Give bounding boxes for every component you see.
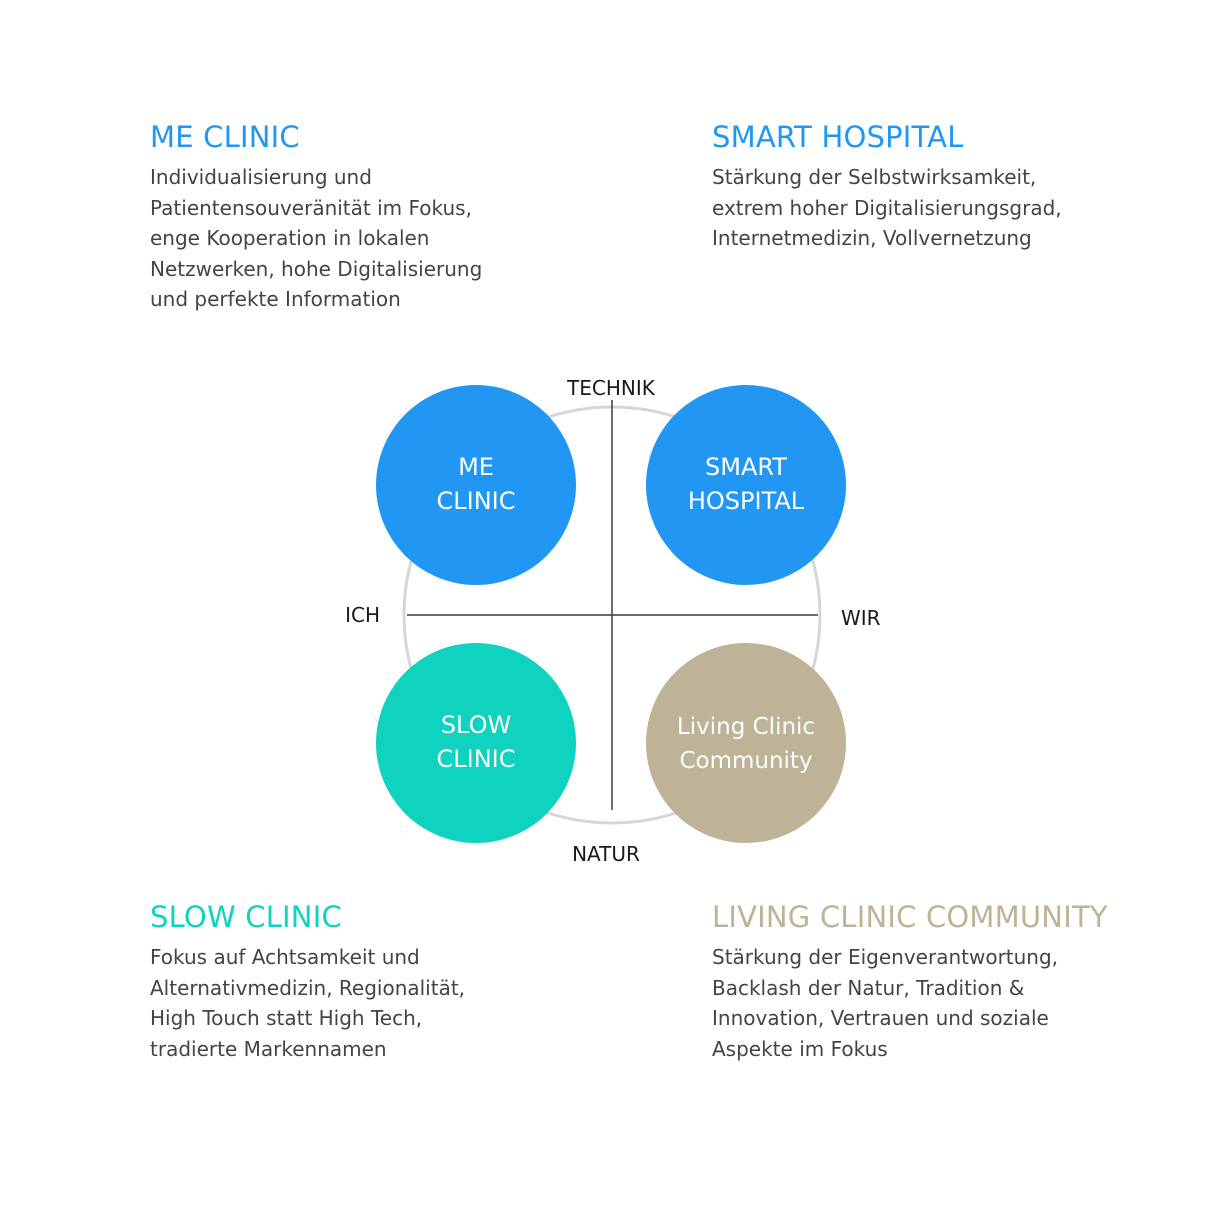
slow-clinic-line: Alternativmedizin, Regionalität, (150, 975, 466, 1000)
slow-clinic-block: SLOW CLINIC Fokus auf Achtsamkeit und Al… (150, 900, 570, 1064)
me-clinic-circle-label: ME (458, 453, 494, 481)
slow-clinic-title: SLOW CLINIC (150, 900, 342, 934)
smart-hospital-circle-label: SMART (705, 453, 787, 481)
smart-hospital-line: Internetmedizin, Vollvernetzung (712, 226, 1032, 250)
me-clinic-line: Patientensouveränität im Fokus, (150, 195, 472, 220)
me-clinic-line: und perfekte Information (150, 287, 401, 311)
slow-clinic-description: Fokus auf Achtsamkeit und Alternativmedi… (150, 942, 570, 1064)
axis-label-right: WIR (841, 606, 881, 630)
slow-clinic-circle (376, 643, 576, 843)
me-clinic-line: Individualisierung und (150, 165, 372, 189)
living-clinic-circle (646, 643, 846, 843)
living-clinic-circle-label: Community (679, 748, 812, 774)
slow-clinic-line: Fokus auf Achtsamkeit und (150, 945, 420, 969)
living-clinic-circle-label: Living Clinic (677, 714, 815, 740)
smart-hospital-circle (646, 385, 846, 585)
me-clinic-title: ME CLINIC (150, 120, 300, 154)
slow-clinic-line: High Touch statt High Tech, (150, 1006, 423, 1030)
smart-hospital-title: SMART HOSPITAL (712, 120, 964, 154)
smart-hospital-description: Stärkung der Selbstwirksamkeit, extrem h… (712, 162, 1132, 254)
me-clinic-circle (376, 385, 576, 585)
slow-clinic-circle-label: SLOW (441, 711, 511, 739)
smart-hospital-block: SMART HOSPITAL Stärkung der Selbstwirksa… (712, 120, 1132, 254)
slow-clinic-line: tradierte Markennamen (150, 1036, 387, 1061)
living-clinic-block: LIVING CLINIC COMMUNITY Stärkung der Eig… (712, 900, 1132, 1064)
living-clinic-line: Innovation, Vertrauen und soziale (712, 1006, 1049, 1030)
living-clinic-title: LIVING CLINIC COMMUNITY (712, 900, 1108, 934)
smart-hospital-line: Stärkung der Selbstwirksamkeit, (712, 165, 1037, 189)
living-clinic-description: Stärkung der Eigenverantwortung, Backlas… (712, 942, 1132, 1064)
slow-clinic-circle-label: CLINIC (437, 745, 516, 773)
living-clinic-line: Stärkung der Eigenverantwortung, (712, 945, 1059, 969)
me-clinic-circle-label: CLINIC (437, 487, 516, 515)
smart-hospital-line: extrem hoher Digitalisierungsgrad, (712, 195, 1062, 220)
smart-hospital-circle-label: HOSPITAL (688, 487, 805, 515)
me-clinic-block: ME CLINIC Individualisierung und Patient… (150, 120, 570, 315)
me-clinic-line: Netzwerken, hohe Digitalisierung (150, 256, 483, 281)
axis-label-top: TECHNIK (566, 376, 656, 400)
living-clinic-line: Backlash der Natur, Tradition & (712, 975, 1025, 1000)
axis-label-left: ICH (345, 603, 380, 627)
axis-label-bottom: NATUR (572, 842, 640, 866)
living-clinic-line: Aspekte im Fokus (712, 1036, 888, 1061)
me-clinic-line: enge Kooperation in lokalen (150, 226, 430, 250)
me-clinic-description: Individualisierung und Patientensouverän… (150, 162, 570, 315)
